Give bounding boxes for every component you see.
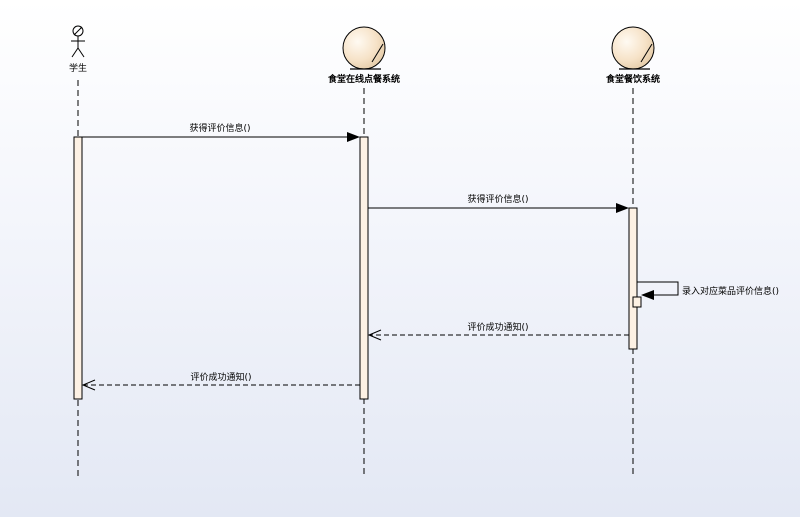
- message-label-3: 录入对应菜品评价信息(): [682, 285, 779, 297]
- activation-bar-student: [73, 136, 83, 400]
- entity-icon: [342, 26, 386, 70]
- entity-icon: [611, 26, 655, 70]
- activation-bar-dining-system: [628, 207, 638, 350]
- message-arrow-1: [82, 132, 360, 142]
- message-arrow-3-self: [637, 281, 679, 300]
- message-label-1: 获得评价信息(): [189, 122, 250, 134]
- participant-student-label: 学生: [69, 62, 87, 74]
- participant-dining-system-label: 食堂餐饮系统: [605, 73, 660, 85]
- message-arrow-5-return: [81, 379, 360, 391]
- message-label-2: 获得评价信息(): [467, 193, 528, 205]
- message-label-4: 评价成功通知(): [467, 321, 528, 333]
- participant-online-system-label: 食堂在线点餐系统: [327, 73, 400, 85]
- activation-bar-self-call: [632, 296, 642, 308]
- message-arrow-4-return: [367, 329, 629, 341]
- message-label-5: 评价成功通知(): [190, 371, 251, 383]
- actor-icon: [71, 25, 85, 58]
- message-arrow-2: [368, 203, 629, 213]
- activation-bar-online-system: [359, 136, 369, 400]
